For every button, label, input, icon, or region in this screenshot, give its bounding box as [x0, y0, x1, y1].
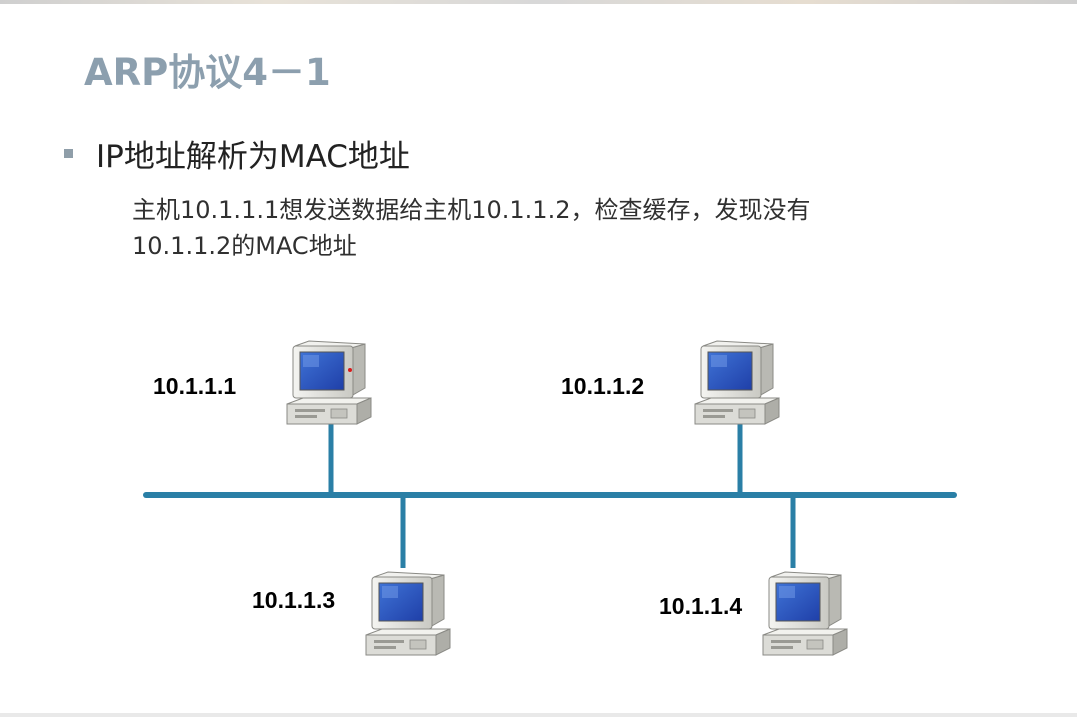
host-ip-label: 10.1.1.3: [252, 587, 335, 613]
computer-icon: [762, 571, 848, 656]
sub-bullet-line-2: 10.1.1.2的MAC地址: [132, 232, 357, 260]
top-decor-strip: [0, 0, 1077, 4]
host-ip-label: 10.1.1.2: [561, 373, 644, 399]
computer-icon: [365, 571, 451, 656]
sub-bullet-line-1: 主机10.1.1.1想发送数据给主机10.1.1.2，检查缓存，发现没有: [132, 196, 811, 224]
computer-icon: [694, 340, 780, 425]
bullet-text: IP地址解析为MAC地址: [96, 139, 410, 175]
host-ip-label: 10.1.1.4: [659, 593, 742, 619]
host-ip-label: 10.1.1.1: [153, 373, 236, 399]
computer-icon: [286, 340, 372, 425]
slide-title: ARP协议4－1: [84, 51, 331, 94]
bottom-decor-strip: [0, 713, 1077, 717]
bullet-marker: [64, 149, 73, 158]
